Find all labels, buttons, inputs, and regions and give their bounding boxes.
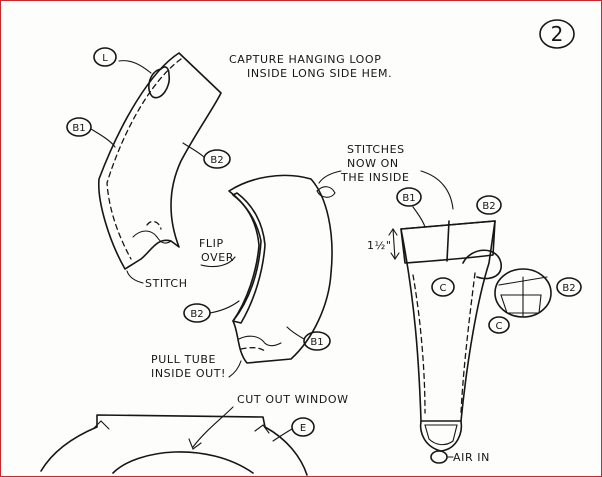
- label-e: E: [272, 417, 315, 442]
- hem-piece-sketch: [98, 52, 222, 270]
- label-c-body: C: [431, 277, 455, 297]
- cone-piece-sketch: [400, 220, 502, 464]
- label-b1-third: B1: [396, 187, 426, 228]
- flipped-piece-sketch: [228, 174, 336, 364]
- label-b2-detail: B2: [556, 277, 582, 297]
- note-stitches-line3: THE INSIDE: [340, 171, 410, 184]
- label-b2-third: B2: [476, 195, 502, 215]
- note-capture-line1: CAPTURE HANGING LOOP: [229, 53, 381, 66]
- note-flip-line1: FLIP: [199, 237, 224, 250]
- label-b2-first: B2: [182, 142, 231, 169]
- svg-text:E: E: [300, 423, 306, 434]
- note-flip-line2: OVER: [201, 251, 234, 264]
- label-b2-second: B2: [183, 300, 240, 323]
- label-b1-first: B1: [66, 117, 116, 148]
- svg-text:L: L: [102, 53, 108, 64]
- detail-circle-sketch: [494, 268, 552, 318]
- note-pull-line2: INSIDE OUT!: [151, 367, 226, 380]
- svg-text:B2: B2: [482, 201, 495, 212]
- note-pull-line1: PULL TUBE: [151, 353, 216, 366]
- svg-text:B1: B1: [310, 337, 323, 348]
- svg-text:C: C: [440, 283, 447, 294]
- note-stitch: STITCH: [145, 277, 188, 290]
- svg-text:B2: B2: [210, 155, 223, 166]
- page-number: 2: [551, 22, 564, 46]
- note-air-in: AIR IN: [453, 451, 490, 464]
- window-piece-sketch: [40, 414, 308, 476]
- svg-text:C: C: [496, 321, 503, 332]
- label-l: L: [93, 47, 117, 67]
- svg-text:B2: B2: [190, 309, 203, 320]
- measurement-label: 1½": [367, 239, 392, 252]
- note-stitches-line2: NOW ON: [347, 157, 399, 170]
- page-number-badge: 2: [539, 19, 575, 49]
- note-stitches-line1: STITCHES: [347, 143, 405, 156]
- note-cut-out-window: CUT OUT WINDOW: [237, 393, 349, 406]
- label-c-detail: C: [488, 316, 510, 334]
- svg-text:B1: B1: [402, 193, 415, 204]
- label-b1-second: B1: [286, 326, 331, 351]
- svg-text:B1: B1: [72, 123, 85, 134]
- note-capture-line2: INSIDE LONG SIDE HEM.: [247, 67, 392, 80]
- svg-text:B2: B2: [562, 283, 575, 294]
